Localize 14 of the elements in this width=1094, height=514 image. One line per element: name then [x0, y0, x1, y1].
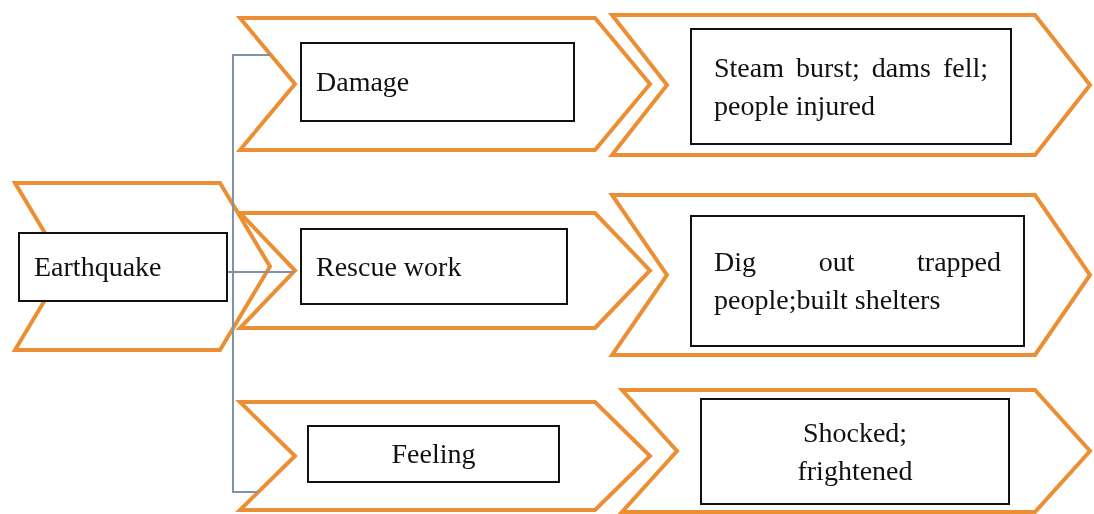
- text-box: [300, 42, 575, 122]
- box-text: Damage: [315, 65, 411, 100]
- text-box: [307, 425, 560, 483]
- box-text: Earthquake: [33, 250, 163, 285]
- text-box: [300, 228, 568, 305]
- box-text: Shocked; frightened: [796, 415, 914, 488]
- box-text: Rescue work: [315, 249, 463, 284]
- text-box: [18, 232, 228, 302]
- text-box: [700, 398, 1010, 505]
- text-box: [690, 215, 1025, 347]
- box-text: Feeling: [390, 437, 477, 472]
- box-text: Steam burst; dams fell; people injured: [713, 50, 989, 123]
- text-box: [690, 28, 1012, 145]
- box-text: Dig out trapped people;built shelters: [713, 245, 1002, 317]
